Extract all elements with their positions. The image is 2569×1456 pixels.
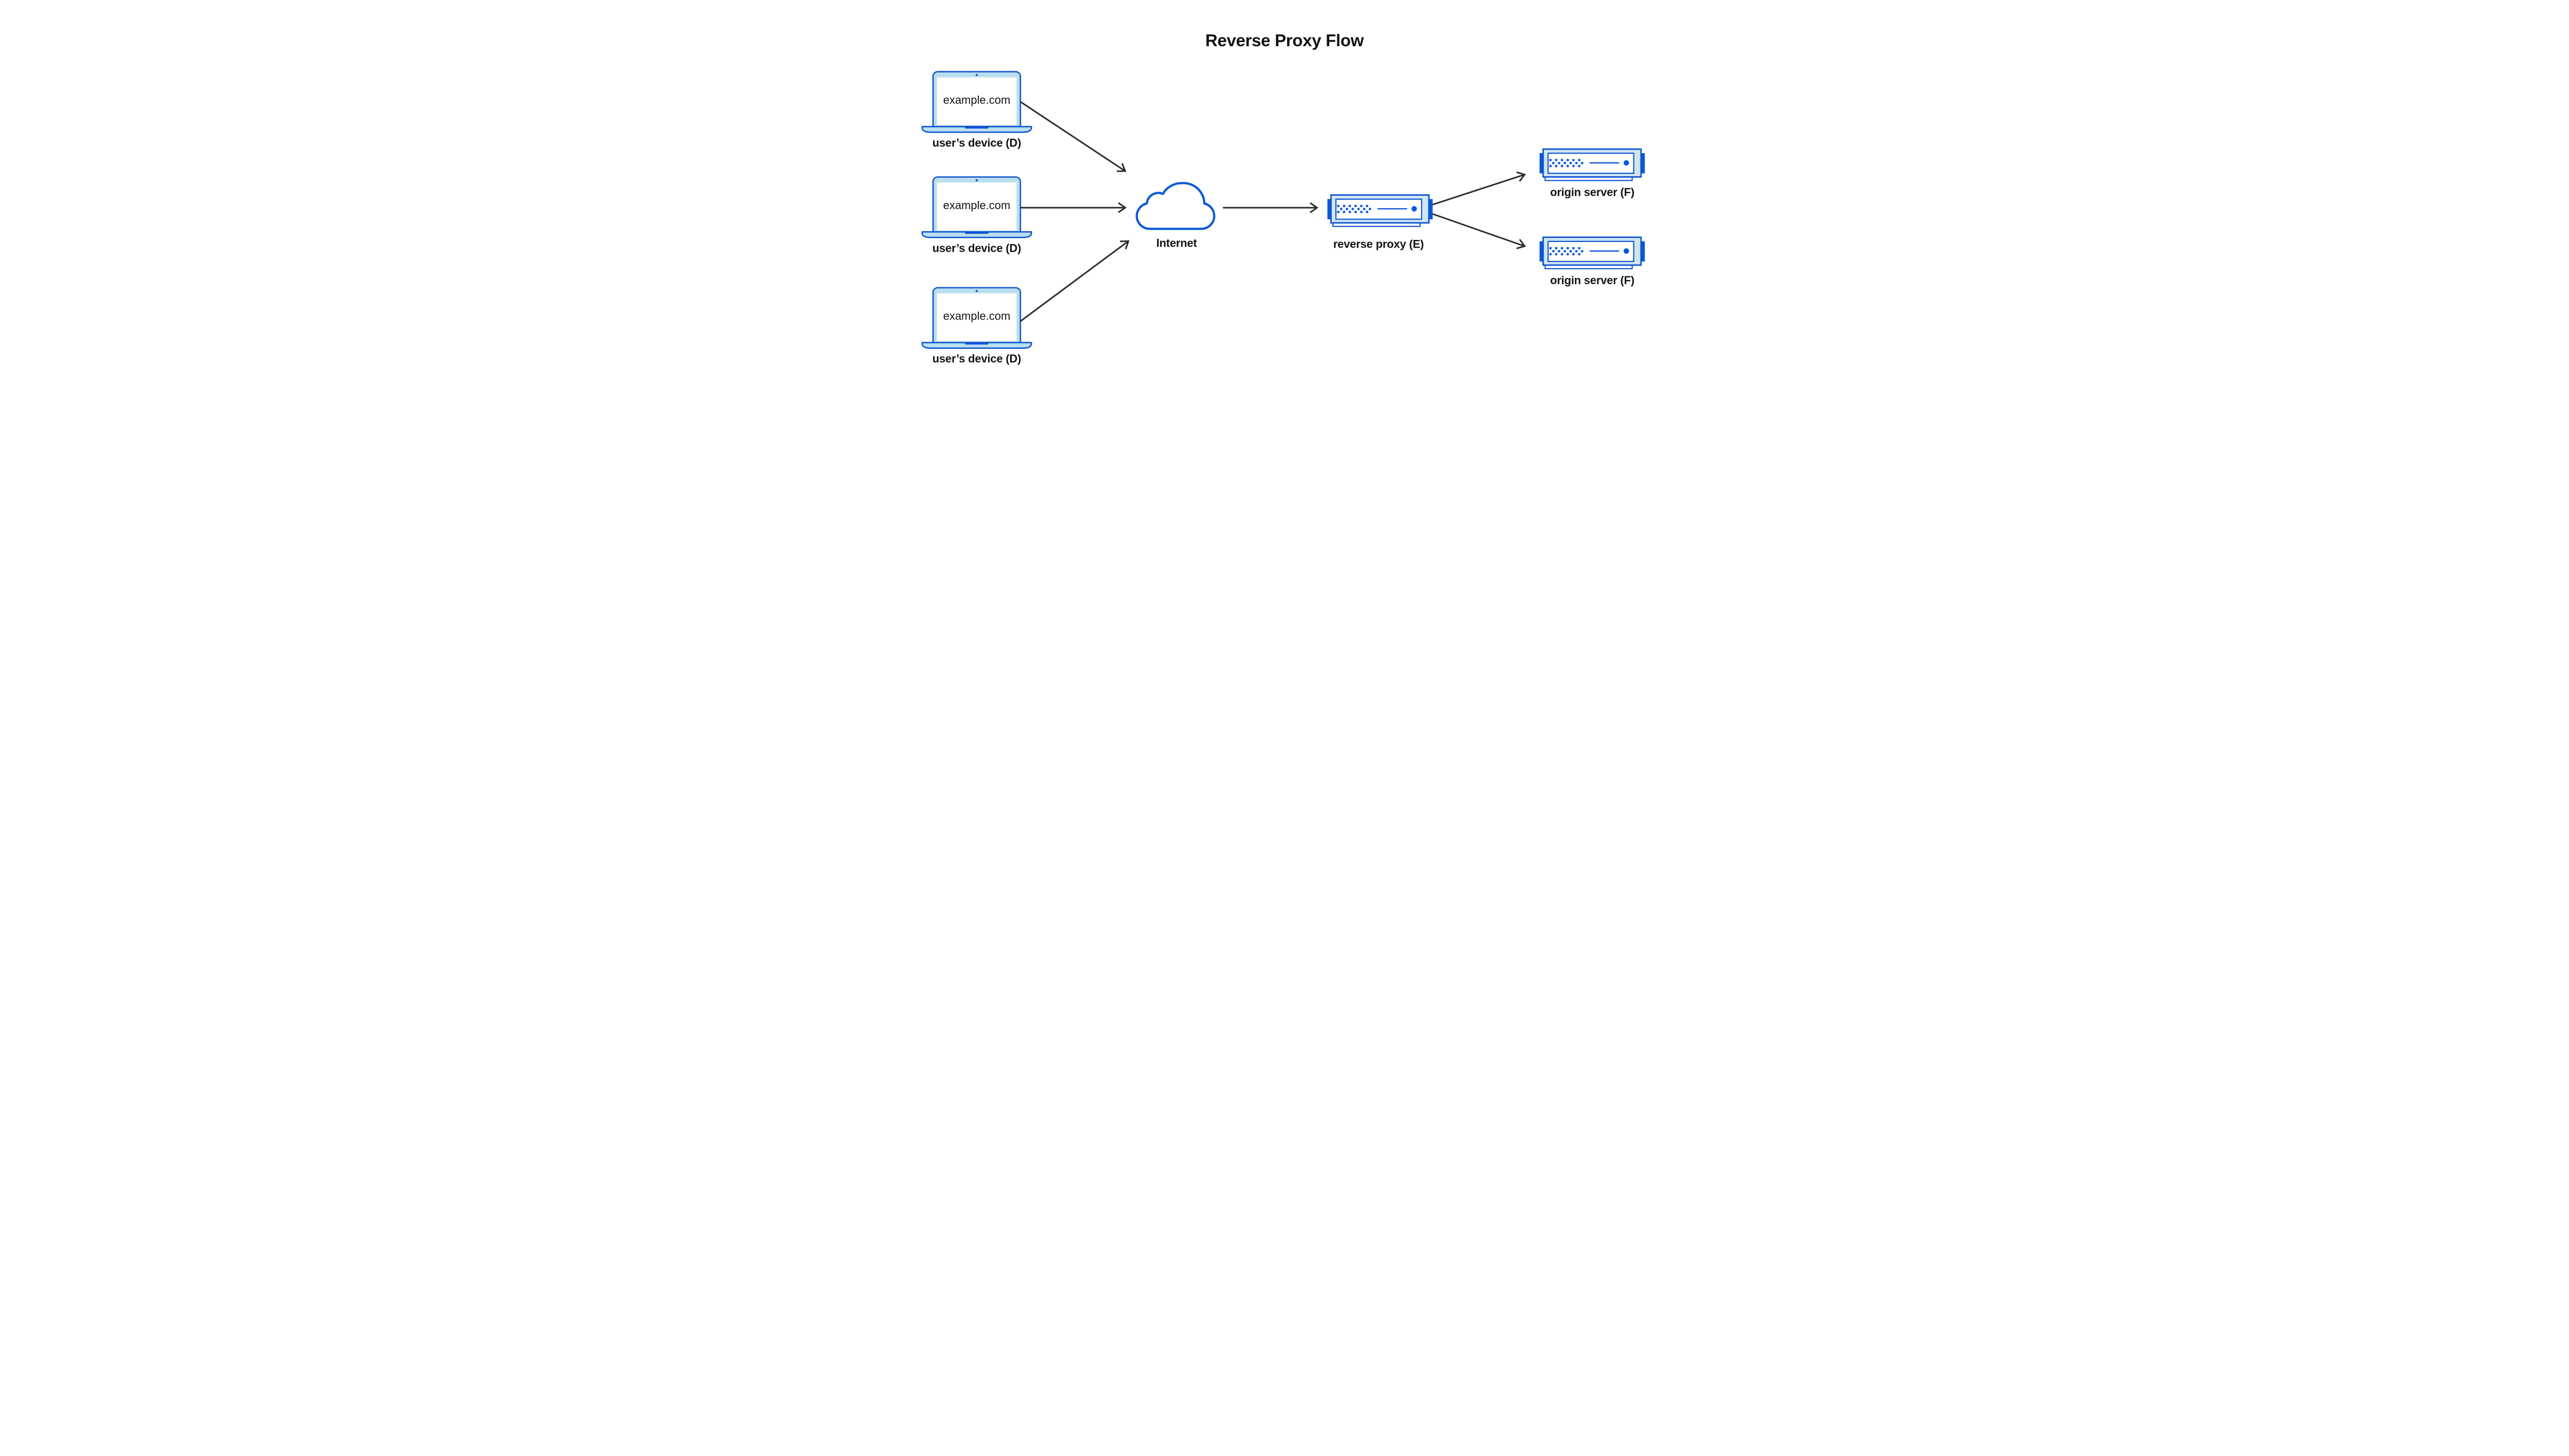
- device-3-screen-url: example.com: [943, 310, 1010, 323]
- arrow-device3-to-internet: [1019, 240, 1129, 322]
- diagram-canvas: Reverse Proxy Flow example.com user’s de…: [882, 0, 1687, 403]
- origin-server-1-label: origin server (F): [1550, 186, 1634, 199]
- origin-server-2: origin server (F): [1538, 236, 1646, 287]
- arrow-proxy-to-origin1: [1432, 171, 1526, 206]
- user-device-1: example.com user’s device (D): [921, 71, 1032, 149]
- arrow-proxy-to-origin2: [1432, 213, 1526, 249]
- user-device-2: example.com user’s device (D): [921, 176, 1032, 254]
- device-1-label: user’s device (D): [932, 136, 1021, 149]
- internet-label: Internet: [1156, 237, 1197, 250]
- device-2-label: user’s device (D): [932, 241, 1021, 254]
- user-device-3: example.com user’s device (D): [921, 287, 1032, 365]
- origin-server-2-label: origin server (F): [1550, 274, 1634, 287]
- device-2-screen-url: example.com: [943, 199, 1010, 212]
- arrow-device1-to-internet: [1019, 101, 1126, 172]
- page-title: Reverse Proxy Flow: [1205, 31, 1364, 50]
- origin-server-1: origin server (F): [1538, 148, 1646, 199]
- reverse-proxy-node: reverse proxy (E): [1326, 194, 1434, 251]
- internet-node: Internet: [1137, 183, 1214, 250]
- reverse-proxy-label: reverse proxy (E): [1333, 238, 1423, 251]
- cloud-icon: [1137, 183, 1214, 229]
- reverse-proxy-flow-diagram: Reverse Proxy Flow example.com user’s de…: [921, 31, 1646, 365]
- device-3-label: user’s device (D): [932, 352, 1021, 365]
- device-1-screen-url: example.com: [943, 94, 1010, 106]
